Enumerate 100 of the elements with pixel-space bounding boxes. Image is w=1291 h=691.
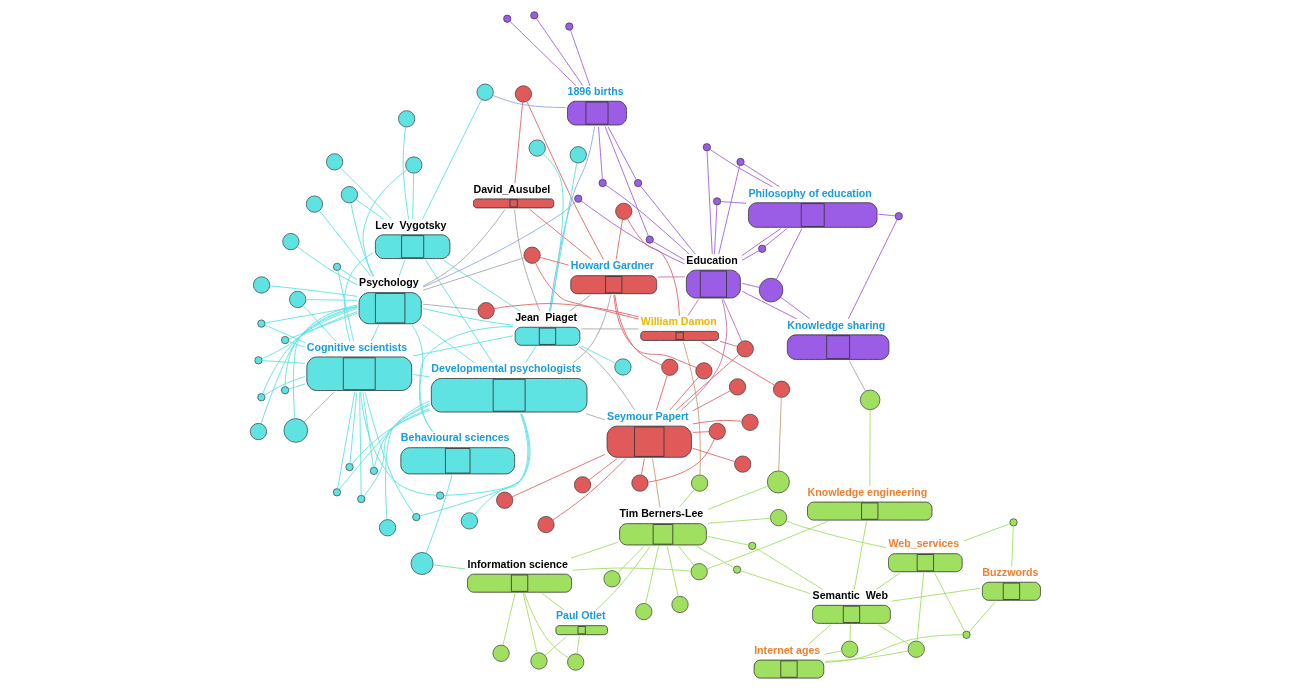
connector (612, 294, 697, 369)
node-circle (573, 476, 591, 494)
connector (848, 360, 866, 392)
connector (535, 18, 583, 86)
node-circle (736, 157, 745, 166)
connector (351, 409, 430, 465)
connector (260, 306, 358, 424)
connector (580, 328, 639, 330)
connector (364, 391, 414, 515)
connector (539, 256, 569, 266)
connector (741, 282, 760, 288)
connector (318, 210, 371, 277)
node-circle (757, 244, 766, 253)
connector (695, 545, 734, 569)
connector (491, 95, 566, 108)
node-circle (529, 11, 538, 20)
node-circle (566, 653, 584, 671)
connector (687, 299, 699, 317)
node-label: Cognitive scientists (306, 340, 407, 353)
node-circle (732, 565, 741, 574)
connector (626, 218, 680, 317)
connector (877, 624, 910, 646)
connector (652, 241, 685, 261)
node-circle (634, 603, 652, 621)
node-circle (569, 146, 587, 164)
node-circle (633, 179, 642, 188)
connector (442, 413, 530, 496)
connector (575, 635, 580, 655)
connector (568, 294, 591, 312)
node-circle (369, 466, 378, 475)
connector (361, 391, 374, 468)
node-circle (894, 212, 903, 221)
connector (362, 403, 430, 497)
connector (868, 409, 871, 487)
connector (639, 185, 696, 255)
connector (544, 636, 567, 656)
node-label: Jean Piaget (514, 311, 577, 324)
connector (824, 650, 842, 655)
connector (419, 413, 529, 517)
connector (513, 209, 540, 312)
connector (292, 304, 358, 419)
node-circle (690, 474, 708, 492)
connector (779, 296, 810, 320)
connector (336, 391, 355, 489)
node-label: 1896 births (567, 85, 624, 98)
node-circle (495, 491, 513, 509)
node-circle (288, 290, 306, 308)
node-circle (690, 563, 708, 581)
connector (421, 99, 482, 220)
connector (933, 572, 965, 632)
connector (339, 268, 358, 281)
connector (722, 299, 742, 342)
node-label: Philosophy of education (747, 186, 872, 199)
connector (373, 404, 430, 468)
connector (549, 162, 577, 312)
node-circle (404, 156, 422, 174)
node-circle (529, 652, 547, 670)
connector (651, 458, 660, 508)
connector (739, 570, 811, 595)
node-circle (492, 644, 510, 662)
connector (595, 545, 651, 611)
connector (418, 326, 513, 433)
connector (644, 545, 659, 604)
connector (847, 219, 897, 320)
connector (677, 545, 694, 566)
node-circle (514, 85, 532, 103)
node-circle (340, 186, 358, 204)
connector (968, 601, 996, 633)
connector (336, 270, 354, 342)
connector (343, 252, 374, 342)
connector (261, 311, 358, 360)
node-circle (961, 630, 970, 639)
node-circle (598, 179, 607, 188)
node-label: Education (685, 253, 738, 266)
connector (422, 200, 576, 288)
connector (692, 431, 709, 433)
connector (442, 259, 521, 312)
connector (824, 634, 963, 663)
connector (707, 536, 749, 546)
node-circle (766, 470, 790, 494)
connector (706, 150, 713, 255)
connector (616, 545, 644, 574)
connector (657, 276, 685, 278)
node-circle (708, 422, 726, 440)
connector (526, 101, 604, 260)
connector (754, 547, 823, 590)
node-circle (758, 277, 783, 303)
node-label: Developmental psychologists (430, 362, 581, 375)
connector (398, 259, 405, 277)
connector (742, 163, 780, 188)
connector (569, 29, 590, 87)
connector (578, 346, 635, 411)
connector (264, 324, 306, 344)
connector (613, 294, 662, 366)
connector (534, 262, 639, 320)
connector (523, 593, 569, 659)
connector (305, 299, 358, 301)
connector (422, 308, 513, 326)
connector (541, 593, 564, 611)
connector (877, 213, 895, 217)
